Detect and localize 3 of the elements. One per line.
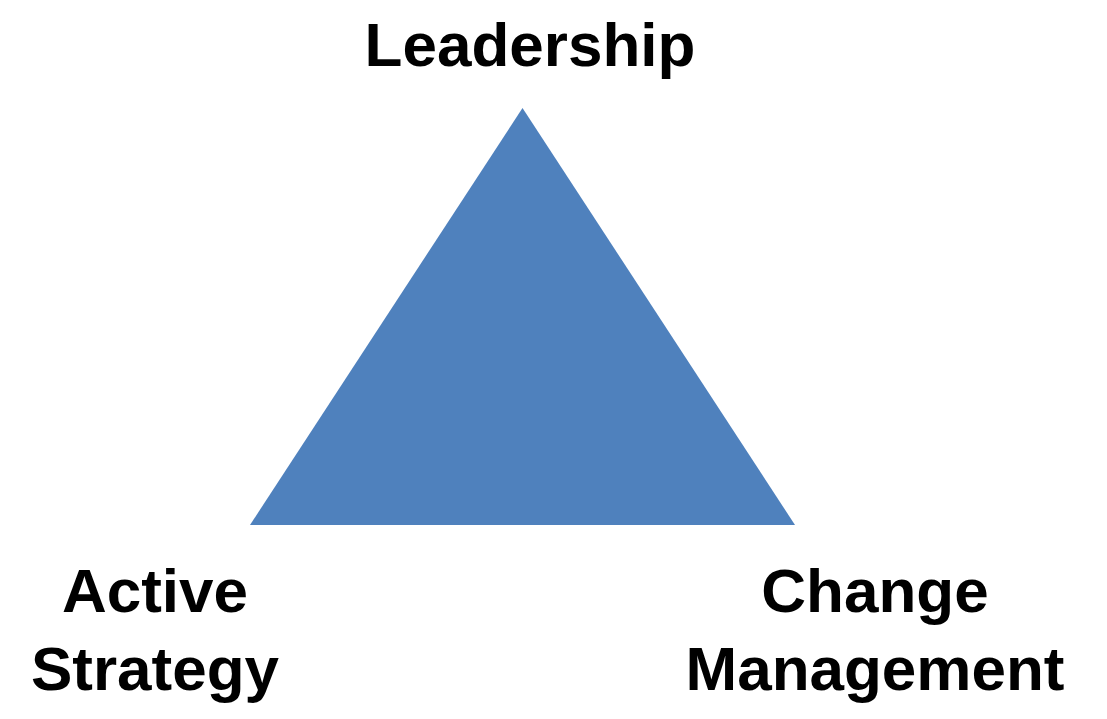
corner-label: Leadership bbox=[363, 9, 697, 81]
corner-label: Active Strategy bbox=[29, 555, 281, 705]
corner-label: Change Management bbox=[684, 555, 1066, 705]
